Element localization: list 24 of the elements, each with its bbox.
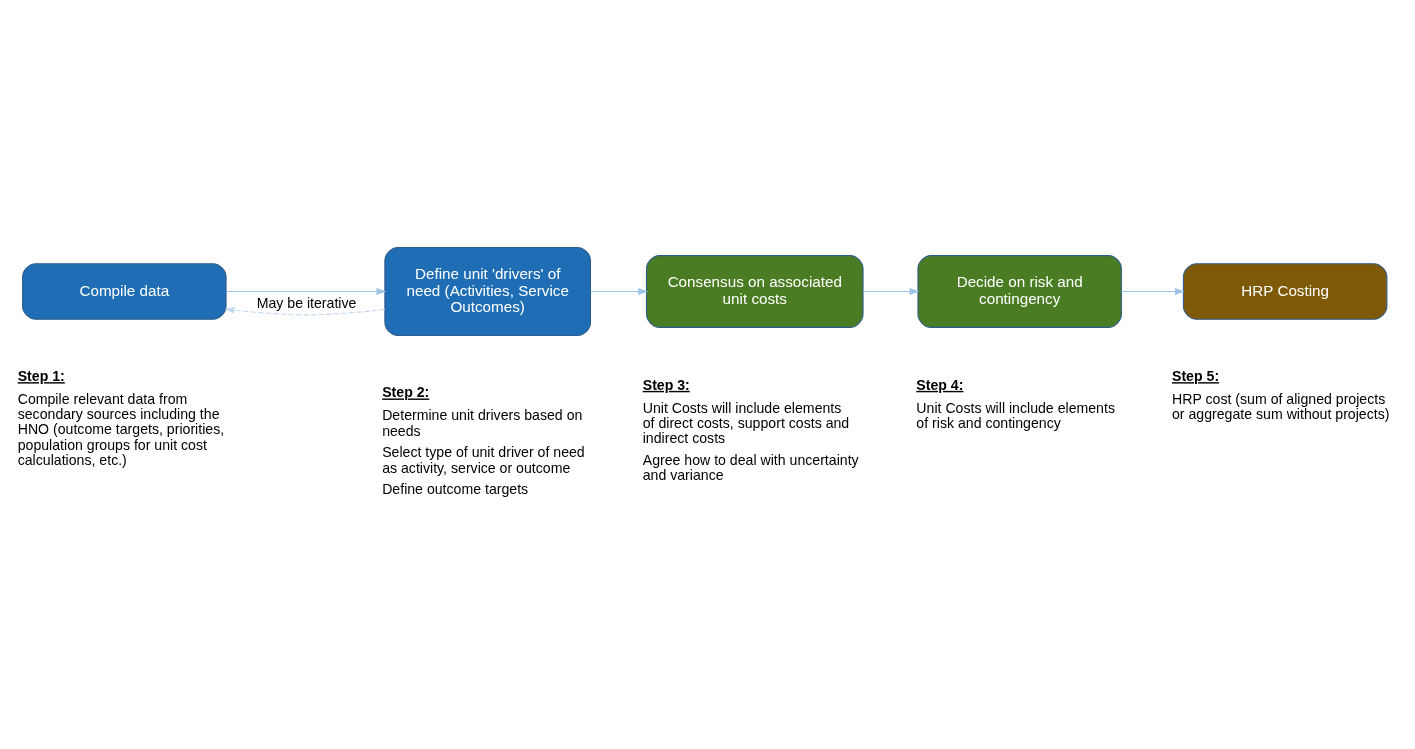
node-label: Unit Costs will include elements of risk and contingency xyxy=(915,399,1115,431)
node-box: HRP Costing xyxy=(1182,262,1387,320)
node-label: Step 5: xyxy=(1171,367,1219,384)
node-label: Unit Costs will include elements of direct costs, support costs and indirect costs xyxy=(642,399,849,446)
node-label: Compile relevant data from secondary sources including the HNO (outcome targets, priorities, population groups for unit cost calculations, etc.) xyxy=(17,390,224,468)
arrow xyxy=(224,306,385,315)
edge-label: May be iterative xyxy=(256,294,356,311)
node-label: Step 2: xyxy=(381,383,429,400)
node-label: Select type of unit driver of need as activity, service or outcome xyxy=(381,443,585,476)
node-box: Decide on risk and contingency xyxy=(916,254,1122,328)
node-label: Determine unit drivers based on needs xyxy=(381,406,582,439)
arrow xyxy=(1120,287,1185,295)
node-box: Consensus on associated unit costs xyxy=(645,254,864,328)
node-box: Define unit 'drivers' of need (Activities, Service Outcomes) xyxy=(383,246,591,336)
node-label: Define outcome targets xyxy=(381,480,528,497)
arrow xyxy=(225,287,386,295)
node-label: HRP cost (sum of aligned projects or aggregate sum without projects) xyxy=(1171,390,1389,422)
node-box: Compile data xyxy=(21,262,227,320)
node-label: Step 4: xyxy=(915,376,963,393)
node-label: Step 1: xyxy=(17,367,65,384)
node-label: Step 3: xyxy=(642,376,690,393)
arrow xyxy=(862,287,919,295)
node-label: Agree how to deal with uncertainty and variance xyxy=(642,451,859,483)
arrow xyxy=(589,287,648,295)
